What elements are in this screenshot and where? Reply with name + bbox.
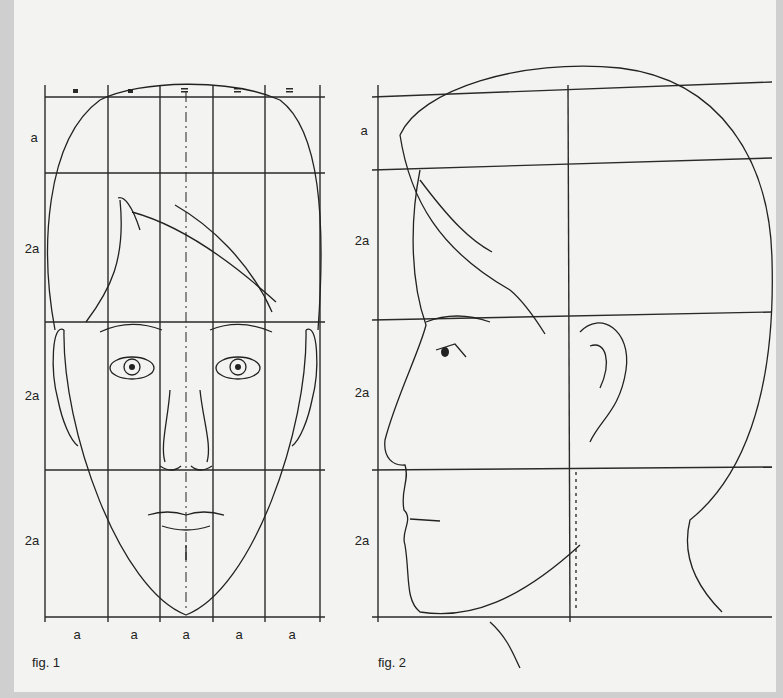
proportion-label: a: [286, 627, 297, 642]
center-axis: [186, 92, 187, 612]
proportion-label: a: [358, 123, 369, 138]
proportion-label: 2a: [23, 241, 41, 256]
figure-caption: fig. 2: [376, 655, 408, 670]
proportion-label: a: [28, 130, 39, 145]
proportion-label: a: [180, 627, 191, 642]
profile-face: [385, 66, 773, 668]
figure-caption: fig. 1: [30, 655, 62, 670]
paper: [14, 0, 776, 692]
proportion-label: 2a: [353, 233, 371, 248]
pupils: [129, 364, 241, 370]
profile-pupil: [441, 347, 449, 357]
proportion-label: 2a: [23, 388, 41, 403]
proportion-label: a: [233, 627, 244, 642]
proportion-label: 2a: [353, 385, 371, 400]
front-face: [48, 84, 321, 615]
proportion-label: 2a: [23, 533, 41, 548]
proportion-label: a: [71, 627, 82, 642]
grid-fig-2: [372, 82, 772, 622]
proportion-label: a: [128, 627, 139, 642]
proportion-label: 2a: [353, 533, 371, 548]
grid-fig-1: [45, 85, 325, 622]
